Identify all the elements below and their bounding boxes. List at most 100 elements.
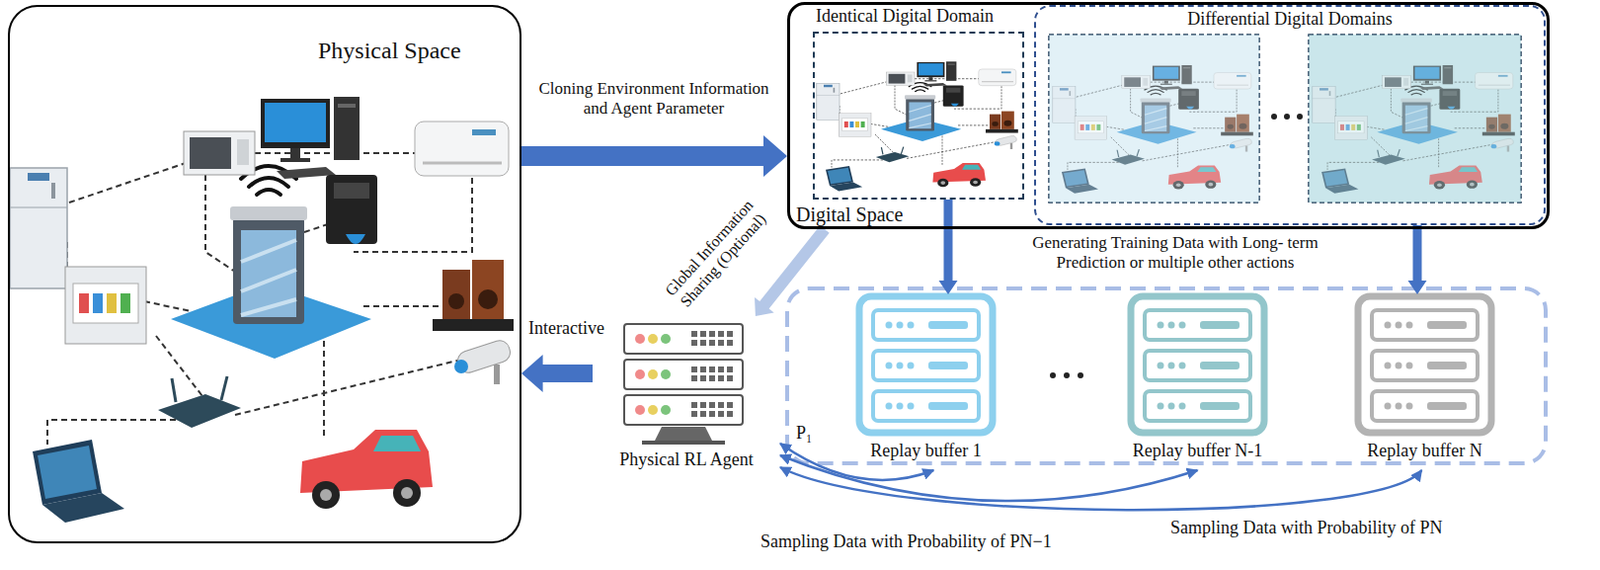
node-label: Replay buffer 1 bbox=[849, 440, 1003, 463]
buffer-slot bbox=[1371, 310, 1478, 340]
slot-dot bbox=[1395, 362, 1403, 370]
vent bbox=[709, 410, 716, 417]
region-box: Physical Space bbox=[7, 4, 522, 544]
sampling-curve bbox=[780, 455, 1199, 501]
slot-dot bbox=[907, 321, 915, 329]
slot-bar bbox=[1427, 361, 1467, 370]
status-dot bbox=[635, 369, 645, 380]
vent bbox=[718, 330, 724, 337]
differential-domain bbox=[1308, 34, 1521, 203]
differential-domain bbox=[1048, 34, 1260, 203]
vent bbox=[726, 401, 733, 408]
physical-scene bbox=[9, 96, 514, 523]
buffer-icon bbox=[859, 296, 993, 433]
buffer-slot bbox=[1144, 350, 1251, 381]
buffer-slot bbox=[1371, 391, 1478, 421]
vent bbox=[726, 330, 733, 337]
vent bbox=[691, 410, 698, 417]
status-dot bbox=[647, 333, 658, 344]
status-dot bbox=[660, 333, 671, 344]
slot-dot bbox=[1406, 362, 1414, 370]
slot-bar bbox=[1200, 320, 1240, 329]
slot-dot bbox=[1168, 402, 1176, 410]
replay-region bbox=[787, 288, 1546, 464]
node-label: Digital Space bbox=[796, 202, 903, 227]
connector bbox=[1408, 225, 1428, 295]
slot-bar bbox=[1200, 401, 1240, 410]
node-label: Replay buffer N-1 bbox=[1120, 440, 1275, 463]
vent bbox=[726, 410, 733, 417]
slot-bar bbox=[1200, 361, 1240, 370]
slot-dot bbox=[885, 362, 893, 370]
vent bbox=[691, 339, 698, 346]
buffer-slot bbox=[873, 310, 979, 340]
slot-dot bbox=[1179, 321, 1187, 329]
vent bbox=[700, 366, 707, 373]
connector bbox=[521, 135, 788, 177]
slot-bar bbox=[928, 401, 968, 410]
slot-dot bbox=[1384, 362, 1392, 370]
edge-label: Sampling Data with Probability of PN−1 bbox=[760, 531, 1052, 554]
slot-dot bbox=[1406, 402, 1414, 410]
vent bbox=[726, 366, 733, 373]
arrow-shape bbox=[754, 225, 830, 317]
arrow-shape bbox=[521, 135, 788, 177]
slot-dot bbox=[885, 321, 893, 329]
connector bbox=[754, 225, 830, 317]
vent bbox=[709, 401, 716, 408]
vent bbox=[709, 330, 716, 337]
arrow-shape bbox=[1408, 225, 1428, 295]
server-node: Replay buffer N bbox=[1348, 294, 1502, 471]
edge-label: Sampling Data with Probability of PN bbox=[1170, 517, 1442, 540]
slot-dot bbox=[1395, 402, 1403, 410]
slot-dot bbox=[907, 402, 915, 410]
buffer-icon bbox=[1358, 296, 1492, 433]
sampling-curve bbox=[780, 467, 1422, 510]
buffer-slot bbox=[873, 350, 979, 381]
slot-bar bbox=[1427, 401, 1467, 410]
slot-dot bbox=[896, 402, 904, 410]
vent bbox=[718, 401, 724, 408]
slot-dot bbox=[1157, 362, 1165, 370]
slot-dot bbox=[1384, 402, 1392, 410]
node-label: Replay buffer N bbox=[1348, 440, 1502, 463]
buffer-slot bbox=[1371, 350, 1478, 381]
server-node: Replay buffer 1 bbox=[849, 294, 1003, 471]
region-box: Identical Digital Domain bbox=[812, 31, 1025, 200]
vent bbox=[691, 401, 698, 408]
slot-dot bbox=[1157, 321, 1165, 329]
buffer-slot bbox=[873, 391, 979, 421]
status-dot bbox=[635, 404, 645, 415]
arrow-shape bbox=[939, 199, 959, 295]
slot-bar bbox=[928, 361, 968, 370]
slot-bar bbox=[928, 320, 968, 329]
vent bbox=[718, 410, 724, 417]
slot-dot bbox=[1384, 321, 1392, 329]
buffer-slot bbox=[1144, 310, 1251, 340]
vent bbox=[691, 330, 698, 337]
vent bbox=[726, 339, 733, 346]
edge-label: Interactive bbox=[528, 318, 605, 340]
vent bbox=[700, 401, 707, 408]
region-box: Digital SpaceIdentical Digital DomainDif… bbox=[787, 1, 1550, 230]
slot-bar bbox=[1427, 320, 1467, 329]
vent bbox=[700, 410, 707, 417]
server-node: Replay buffer N-1 bbox=[1120, 294, 1275, 471]
agent-server-icon bbox=[624, 323, 743, 445]
vent bbox=[691, 375, 698, 382]
region-box: Differential Digital Domains bbox=[1034, 4, 1546, 226]
vent bbox=[709, 375, 716, 382]
node-label: Physical RL Agent bbox=[592, 449, 781, 472]
edge-label: Cloning Environment Information and Agen… bbox=[530, 79, 778, 120]
slot-dot bbox=[896, 321, 904, 329]
node-label: Identical Digital Domain bbox=[815, 5, 994, 28]
slot-dot bbox=[896, 362, 904, 370]
vent bbox=[709, 366, 716, 373]
vent bbox=[691, 366, 698, 373]
buffer-icon bbox=[1130, 296, 1265, 433]
buffer-slot bbox=[1144, 391, 1251, 421]
slot-dot bbox=[1179, 402, 1187, 410]
